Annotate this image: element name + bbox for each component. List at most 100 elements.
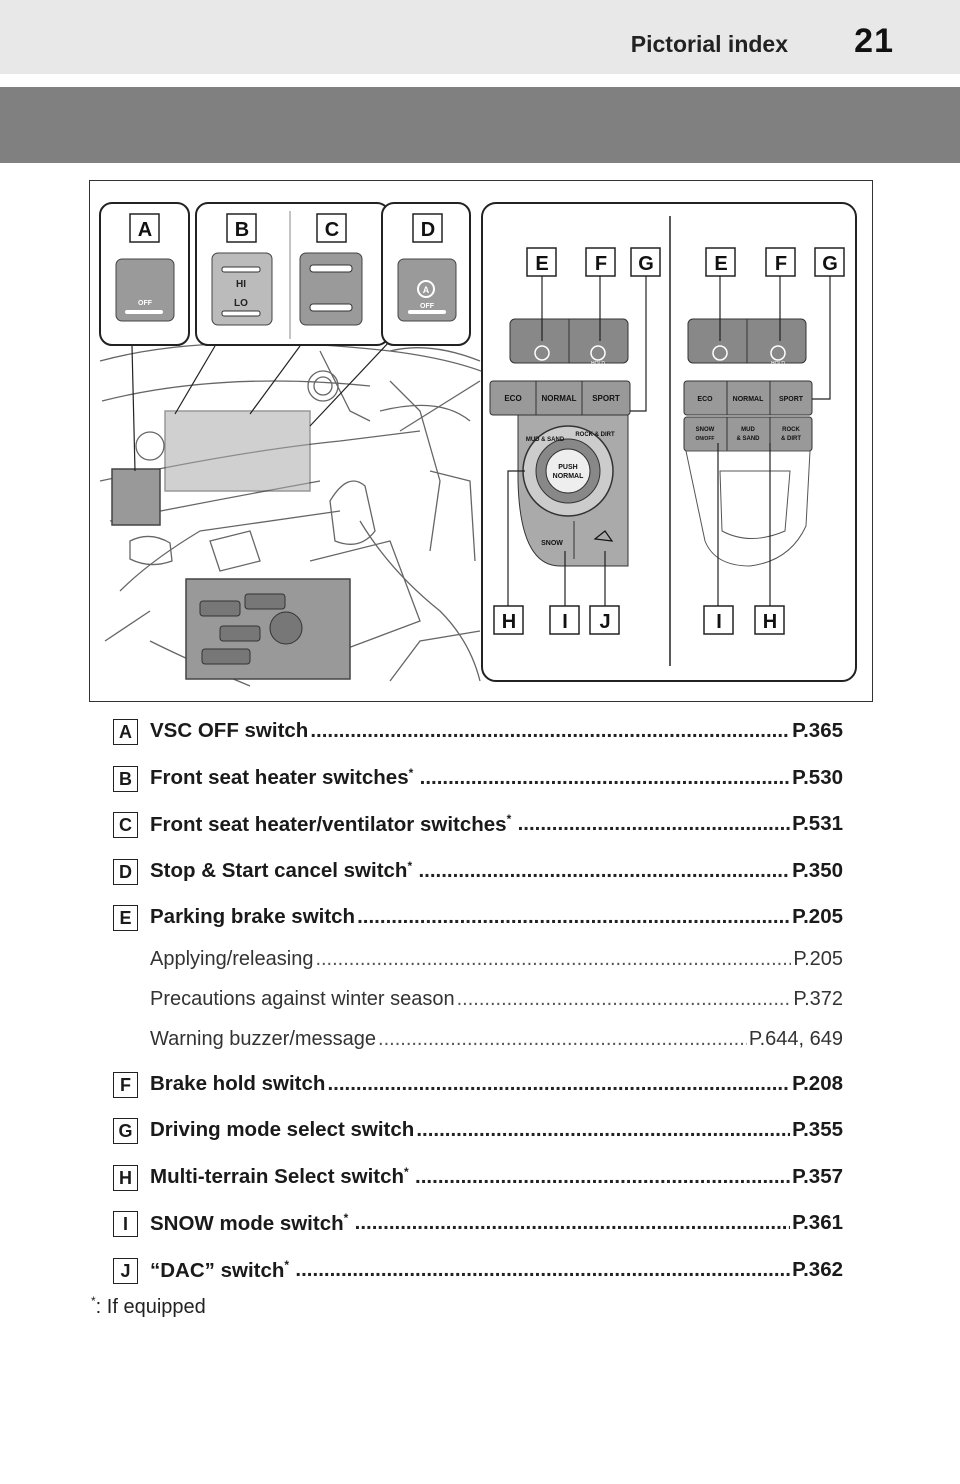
footnote-star: *	[284, 1257, 290, 1272]
footnote-star: *	[408, 765, 414, 780]
variant-snow-mode: HOLD ECO NORMAL SPORT SNOW ON/OFF MUD & …	[683, 318, 813, 567]
hold-text-2: HOLD	[771, 361, 785, 367]
normal-text-2: NORMAL	[733, 396, 764, 403]
index-entry: B Front seat heater switches*............…	[113, 760, 873, 807]
callout-e-1: E	[535, 253, 548, 275]
callouts-abcd: A B C D	[129, 213, 443, 243]
index-entry: I SNOW mode switch*......................…	[113, 1205, 873, 1252]
footnote-text: : If equipped	[95, 1295, 206, 1318]
callout-g-2: G	[822, 253, 838, 275]
callout-a: A	[138, 219, 152, 241]
entry-label-text: Driving mode select switch	[150, 1118, 415, 1141]
footnote-star: *	[407, 858, 413, 873]
footnote-star: *	[343, 1211, 349, 1225]
index-subentry: Warning buzzer/message .................…	[113, 1026, 873, 1066]
mud-text: MUD	[741, 427, 755, 433]
entry-badge: A	[113, 719, 138, 745]
dot-leader: ........................................…	[415, 1164, 790, 1188]
console-buttons	[199, 593, 303, 665]
push-normal-text: NORMAL	[553, 473, 584, 480]
entry-label: Driving mode select switch	[150, 1118, 414, 1142]
region-upper-panel	[164, 410, 311, 492]
entry-label-text: Front seat heater/ventilator switches	[150, 812, 507, 836]
entry-badge: I	[113, 1211, 138, 1237]
mud-sand-text: MUD & SAND	[526, 437, 565, 443]
footnote-star: *	[506, 812, 512, 826]
subentry-page-ref[interactable]: P.372	[793, 987, 843, 1010]
entry-page-ref[interactable]: P.531	[792, 812, 843, 835]
push-text: PUSH	[558, 464, 577, 471]
footnote-star: *	[404, 1164, 409, 1179]
switch-panels-abcd: A OFF HI LO OFF	[99, 202, 471, 346]
eco-text-1: ECO	[504, 394, 521, 403]
subentry-page-ref[interactable]: P.644, 649	[748, 1027, 843, 1050]
svg-text:A: A	[423, 285, 430, 295]
index-entry: J“DAC” switch*..........................…	[113, 1252, 873, 1299]
entry-badge: D	[113, 858, 138, 885]
page-header: Pictorial index 21	[0, 0, 960, 74]
entry-badge: H	[113, 1164, 138, 1191]
dot-leader: ........................................…	[378, 1027, 747, 1050]
snow-text: SNOW	[541, 540, 563, 547]
callout-b: B	[235, 219, 249, 241]
entry-page-ref[interactable]: P.350	[792, 858, 843, 882]
mud-sand-text-2: & SAND	[736, 436, 760, 442]
heater-hi-text: HI	[236, 279, 246, 290]
callout-f-2: F	[775, 253, 787, 275]
hold-text-1: HOLD	[591, 361, 605, 367]
callout-i-1: I	[562, 611, 568, 633]
subentry-label: Applying/releasing	[150, 947, 314, 970]
entry-page-ref[interactable]: P.365	[792, 719, 843, 742]
index-subentry: Precautions against winter season ......…	[113, 986, 873, 1026]
dot-leader: ........................................…	[419, 765, 790, 789]
entry-page-ref[interactable]: P.362	[792, 1257, 843, 1281]
page-number: 21	[854, 22, 894, 60]
entry-page-ref[interactable]: P.530	[792, 765, 843, 789]
dot-leader: ........................................…	[354, 1211, 790, 1234]
subentry-page-ref[interactable]: P.205	[793, 947, 843, 970]
entry-label: SNOW mode switch*	[150, 1211, 348, 1236]
dot-leader: ........................................…	[416, 1118, 790, 1141]
section-title: Pictorial index	[630, 31, 788, 57]
dot-leader: ........................................…	[315, 947, 791, 970]
subentry-label: Precautions against winter season	[150, 987, 455, 1010]
callout-h-2: H	[763, 611, 777, 633]
entry-label: Parking brake switch	[150, 905, 355, 929]
rock-text: ROCK	[782, 427, 800, 433]
entry-label: “DAC” switch*	[150, 1258, 289, 1283]
entry-page-ref[interactable]: P.208	[792, 1071, 843, 1095]
index-subentry: Applying/releasing......................…	[113, 946, 873, 986]
entry-label: Brake hold switch	[150, 1072, 325, 1096]
vsc-off-text: OFF	[138, 300, 153, 307]
entry-label: Front seat heater/ventilator switches*	[150, 812, 511, 837]
normal-text-1: NORMAL	[541, 394, 576, 403]
dashboard-sketch	[99, 342, 541, 687]
index-entries: A VSC OFF switch ........................…	[113, 713, 873, 1298]
entry-label-text: Parking brake switch	[150, 905, 356, 928]
callout-e-2: E	[714, 253, 727, 275]
entry-badge: E	[113, 905, 138, 931]
illustration-svg: A OFF HI LO OFF A B C D HOLD ECO NORMAL …	[99, 202, 857, 687]
entry-badge: C	[113, 812, 138, 838]
entry-label-text: “DAC” switch	[150, 1258, 285, 1282]
dot-leader: ........................................…	[418, 858, 790, 882]
callout-f-1: F	[595, 253, 607, 275]
pointer-lines-abcd	[131, 340, 391, 472]
entry-page-ref[interactable]: P.355	[792, 1118, 843, 1141]
rock-dirt-text: ROCK & DIRT	[575, 432, 615, 438]
entry-badge: B	[113, 765, 138, 792]
header-band	[0, 87, 960, 163]
dot-leader: ........................................…	[327, 1071, 790, 1095]
entry-label: Multi-terrain Select switch*	[150, 1165, 409, 1190]
entry-page-ref[interactable]: P.361	[792, 1211, 843, 1234]
entry-label: Front seat heater switches*	[150, 766, 413, 791]
entry-page-ref[interactable]: P.357	[792, 1164, 843, 1188]
entry-page-ref[interactable]: P.205	[792, 905, 843, 928]
entry-badge: G	[113, 1118, 138, 1144]
callout-c: C	[325, 219, 339, 241]
dot-leader: ........................................…	[295, 1257, 791, 1281]
entry-label-text: VSC OFF switch	[150, 719, 309, 742]
snow-onoff-text: SNOW	[696, 427, 715, 433]
dot-leader: ........................................…	[310, 719, 790, 742]
